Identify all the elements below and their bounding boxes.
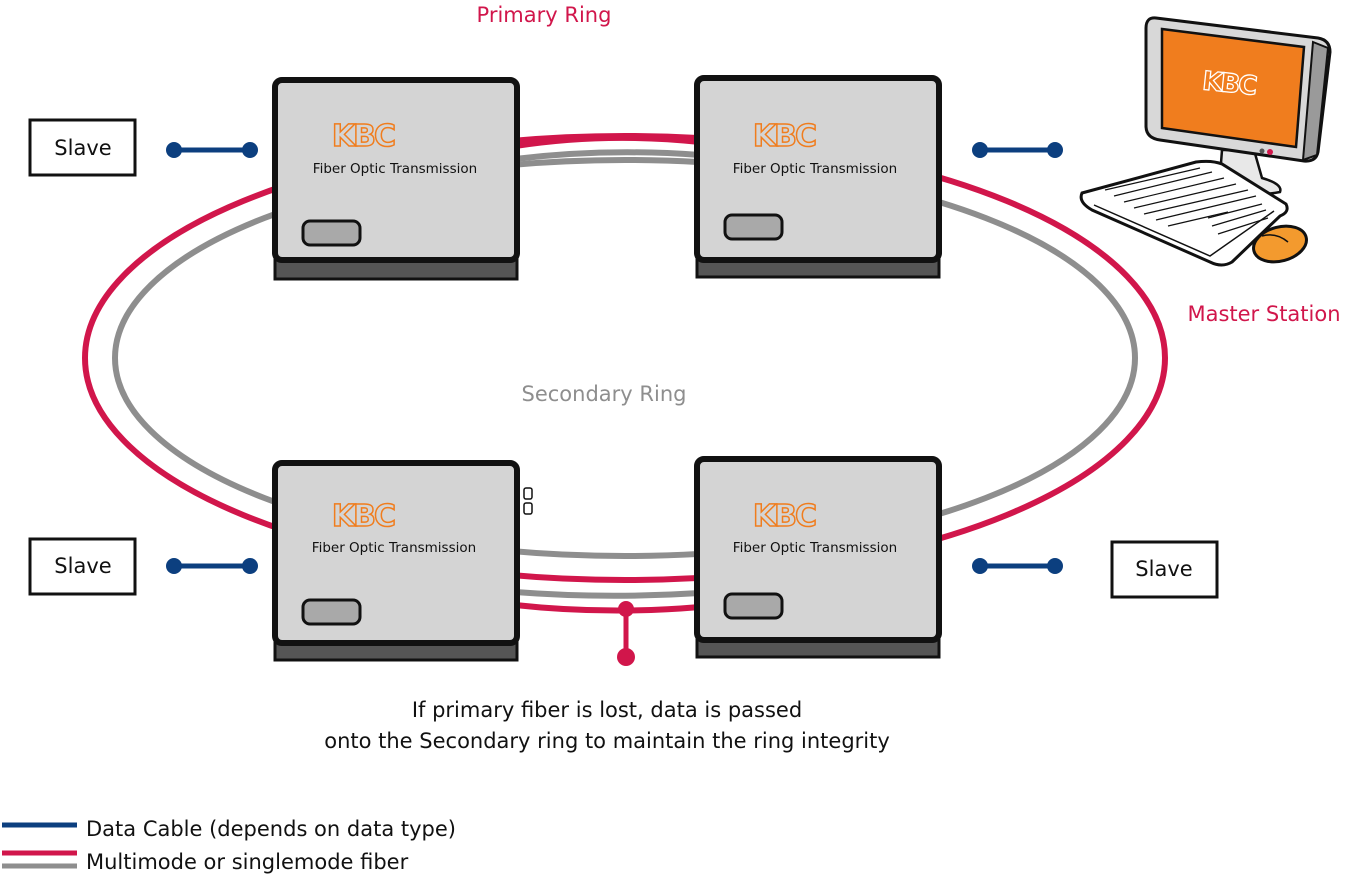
legend-fiber: Multimode or singlemode fiber bbox=[2, 850, 409, 874]
screen-kbc-logo: KBC bbox=[1201, 66, 1258, 101]
primary-ring-label: Primary Ring bbox=[477, 3, 612, 27]
unit-bottom-left: KBC Fiber Optic Transmission bbox=[272, 460, 533, 662]
unit-port bbox=[301, 598, 362, 626]
top-link bbox=[514, 134, 701, 162]
data-cable-top-right bbox=[972, 142, 1063, 158]
status-led-bottom bbox=[523, 502, 533, 515]
data-cable-bottom-right bbox=[972, 558, 1063, 574]
secondary-ring-label: Secondary Ring bbox=[522, 382, 687, 406]
unit-port bbox=[723, 213, 784, 241]
unit-port bbox=[723, 592, 784, 620]
unit-caption: Fiber Optic Transmission bbox=[733, 161, 897, 177]
top-secondary-link bbox=[514, 149, 701, 162]
unit-body bbox=[272, 460, 520, 646]
rings bbox=[82, 133, 1168, 583]
unit-bottom-right: KBC Fiber Optic Transmission bbox=[694, 456, 942, 659]
data-cables bbox=[166, 142, 1063, 574]
bottom-primary-link bbox=[514, 602, 701, 614]
unit-caption: Fiber Optic Transmission bbox=[313, 161, 477, 177]
unit-caption: Fiber Optic Transmission bbox=[312, 540, 476, 556]
primary-ring bbox=[82, 133, 1168, 583]
legend: Data Cable (depends on data type) Multim… bbox=[2, 817, 456, 874]
unit-top-left: KBC Fiber Optic Transmission bbox=[272, 77, 520, 281]
kbc-logo: KBC bbox=[753, 119, 816, 154]
bottom-secondary-link bbox=[514, 589, 701, 599]
slave-top-left: Slave bbox=[28, 118, 137, 177]
break-indicator-top-dot bbox=[618, 601, 634, 617]
unit-caption: Fiber Optic Transmission bbox=[733, 540, 897, 556]
monitor-screen bbox=[1160, 27, 1306, 149]
data-cable-top-left bbox=[166, 142, 258, 158]
bottom-link bbox=[514, 589, 701, 666]
slave-label: Slave bbox=[54, 554, 111, 578]
slave-bottom-left: Slave bbox=[28, 537, 137, 596]
kbc-logo: KBC bbox=[332, 119, 395, 154]
unit-port bbox=[301, 219, 362, 247]
master-station-label: Master Station bbox=[1187, 302, 1340, 326]
kbc-logo: KBC bbox=[332, 499, 395, 534]
status-led-top bbox=[523, 487, 533, 500]
legend-fiber-label: Multimode or singlemode fiber bbox=[86, 850, 409, 874]
unit-top-right: KBC Fiber Optic Transmission bbox=[694, 75, 942, 279]
computer-icon: KBC bbox=[1079, 16, 1332, 267]
slave-bottom-right: Slave bbox=[1110, 540, 1219, 599]
legend-data-cable-label: Data Cable (depends on data type) bbox=[86, 817, 456, 841]
secondary-ring bbox=[112, 157, 1138, 559]
unit-body bbox=[272, 77, 520, 263]
slave-label: Slave bbox=[54, 136, 111, 160]
slave-label: Slave bbox=[1135, 557, 1192, 581]
kbc-logo: KBC bbox=[753, 499, 816, 534]
note-line-2: onto the Secondary ring to maintain the … bbox=[324, 729, 890, 753]
break-indicator-bottom-dot bbox=[617, 648, 635, 666]
data-cable-bottom-left bbox=[166, 558, 258, 574]
legend-data-cable: Data Cable (depends on data type) bbox=[2, 817, 456, 841]
top-primary-link bbox=[514, 134, 701, 149]
note-line-1: If primary fiber is lost, data is passed bbox=[412, 698, 802, 722]
power-led bbox=[1267, 149, 1273, 155]
keyboard-keys bbox=[1104, 167, 1269, 235]
